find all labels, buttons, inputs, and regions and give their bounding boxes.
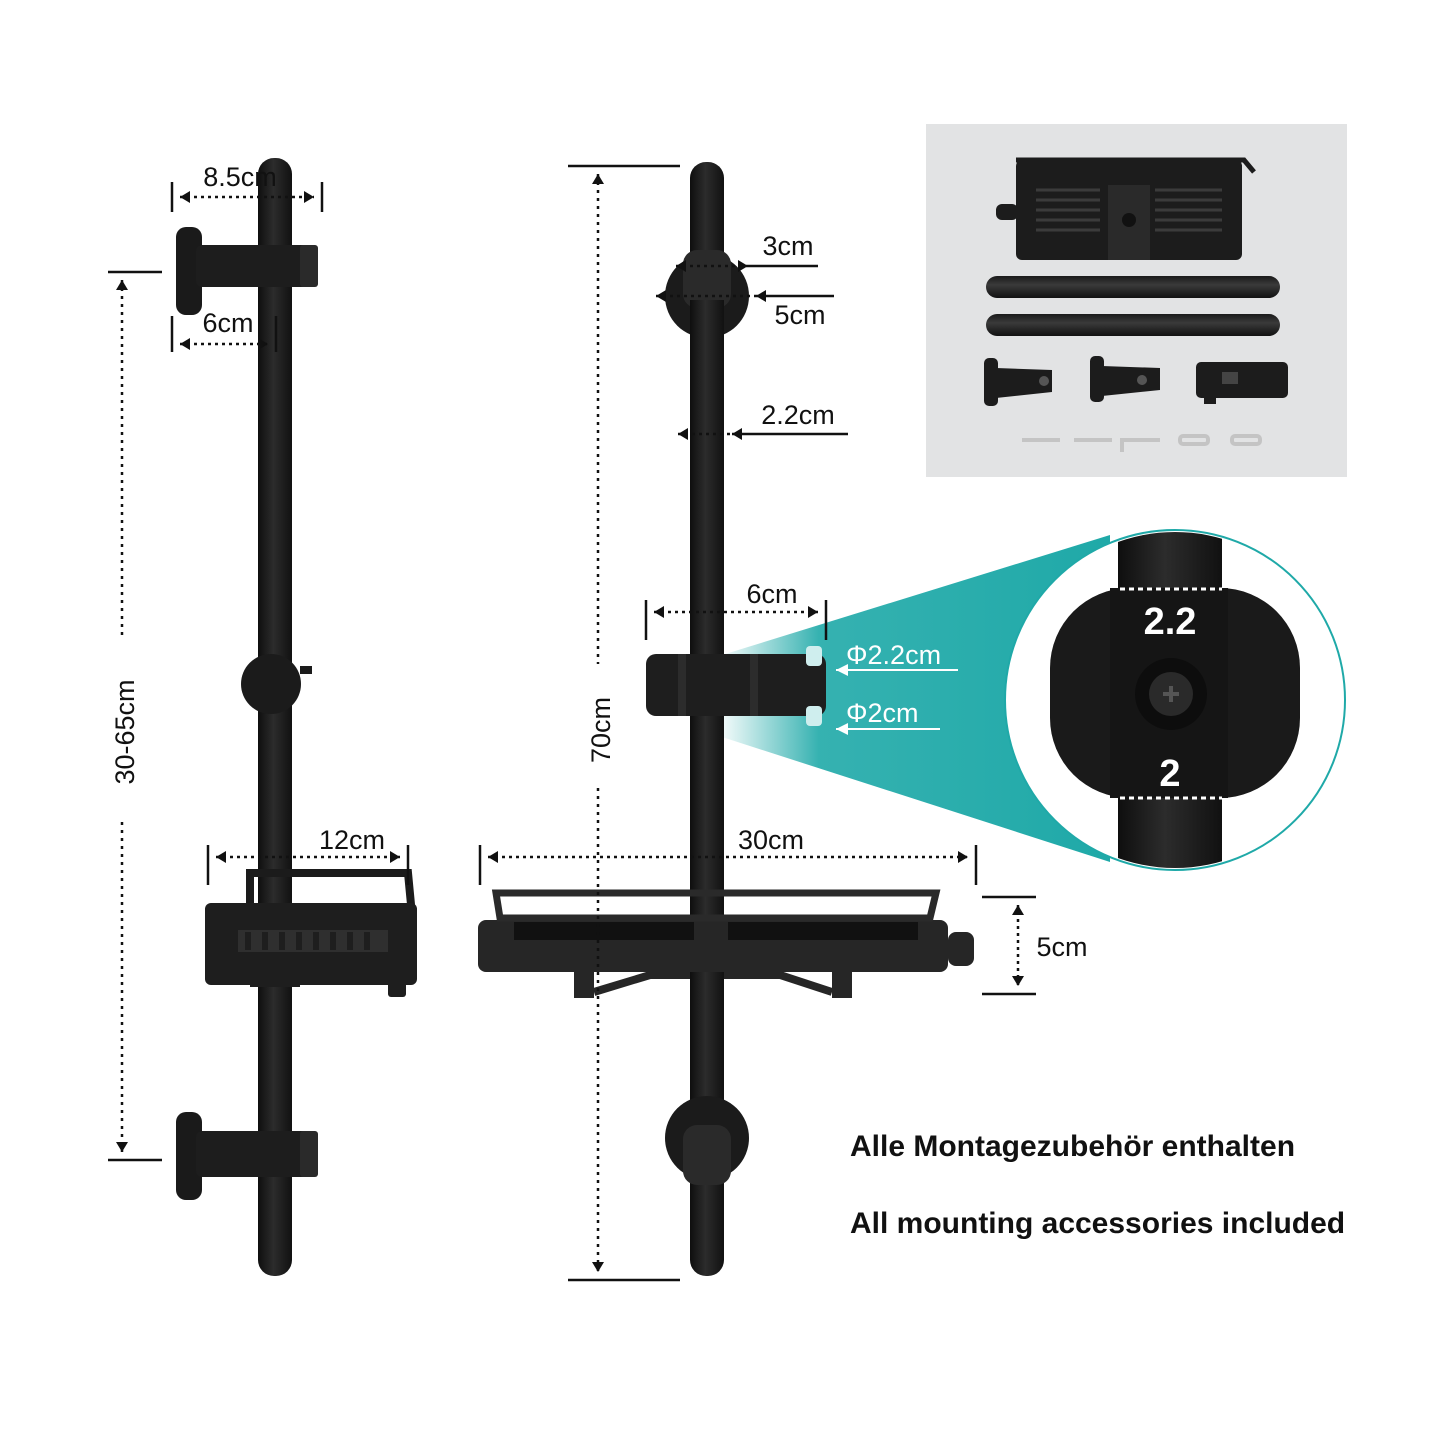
left-slider-knob (241, 654, 301, 714)
left-side-view (176, 158, 417, 1276)
label-total-height: 70cm (586, 697, 616, 763)
label-mount-spacing: 30-65cm (110, 679, 140, 784)
label-zoom-bottom: 2 (1159, 753, 1180, 795)
left-shelf (205, 869, 417, 997)
inset-rod-upper (986, 276, 1280, 298)
left-top-bracket (176, 227, 318, 315)
inset-holder (1196, 362, 1288, 404)
label-zoom-top: 2.2 (1144, 601, 1197, 643)
label-rod-diameter: 2.2cm (761, 400, 835, 430)
front-shelf (478, 889, 974, 998)
label-shelf-width: 30cm (738, 825, 804, 855)
shower-head-holder (646, 646, 826, 726)
label-shelf-depth: 12cm (319, 825, 385, 855)
inset-shelf (996, 157, 1256, 260)
label-top-diameter: Φ2.2cm (846, 640, 941, 670)
holder-zoom-detail: 2.2 2 (1004, 529, 1346, 871)
inset-wall-bracket-1 (984, 358, 1052, 406)
inset-rod-lower (986, 314, 1280, 336)
holder-diameter-callouts: Φ2.2cm Φ2cm (836, 640, 958, 735)
center-bottom-bracket (665, 1096, 749, 1185)
label-shelf-height: 5cm (1036, 932, 1087, 962)
inset-wall-bracket-2 (1090, 356, 1160, 402)
accessories-caption-english: All mounting accessories included (850, 1207, 1346, 1240)
accessories-inset (926, 124, 1347, 477)
label-bracket-inner: 3cm (762, 231, 813, 261)
left-rod (258, 158, 292, 1276)
center-rod (690, 162, 724, 1276)
left-dimensions (108, 182, 410, 1162)
front-view (478, 162, 1110, 1276)
label-mount-depth: 6cm (202, 308, 253, 338)
label-bottom-diameter: Φ2cm (846, 698, 919, 728)
inset-screws (1022, 434, 1262, 452)
label-bracket-outer: 5cm (774, 300, 825, 330)
label-holder-width: 6cm (746, 579, 797, 609)
label-bracket-depth: 8.5cm (203, 162, 277, 192)
accessories-caption-german: Alle Montagezubehör enthalten (850, 1130, 1296, 1163)
left-bottom-bracket (176, 1112, 318, 1200)
zoom-connector (722, 535, 1110, 862)
center-dimensions (478, 164, 1036, 1282)
